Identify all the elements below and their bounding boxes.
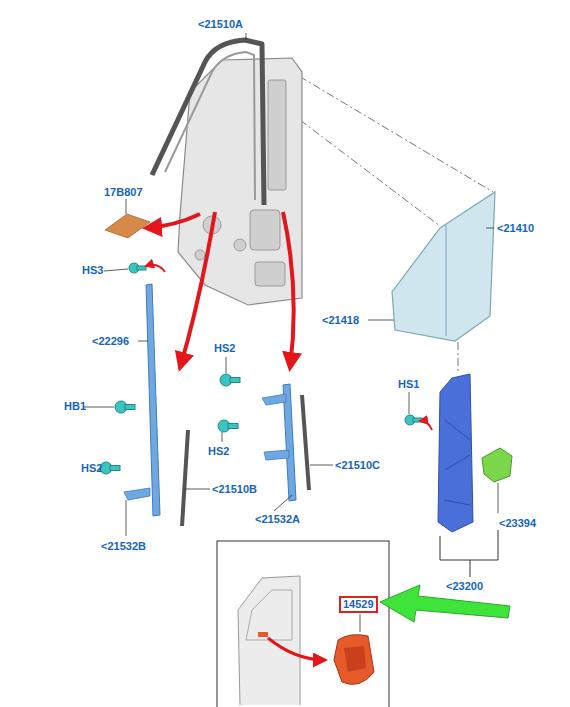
callout-number: 14529 [343,598,374,611]
callout-number: <21532B [101,540,146,553]
callout-box: 14529 [339,596,378,613]
callout-number: <21532A [255,513,300,526]
callout-number: <23200 [446,580,483,593]
callout-number: <23394 [499,517,536,530]
callout-number: HS1 [398,378,419,391]
callout-number: 17B807 [104,186,143,199]
callout-number: HS2 [208,445,229,458]
callout-number: HB1 [64,400,86,413]
callout-number: HS3 [82,264,103,277]
callout-number: <22296 [92,335,129,348]
callout-number: HS2 [81,462,102,475]
callout-number: <21510B [212,483,257,496]
callout-number: <21418 [322,314,359,327]
callout-number: <21410 [497,222,534,235]
callout-number: <21510A [198,18,243,31]
callout-number: <21510C [335,459,380,472]
callout-number: HS2 [214,342,235,355]
